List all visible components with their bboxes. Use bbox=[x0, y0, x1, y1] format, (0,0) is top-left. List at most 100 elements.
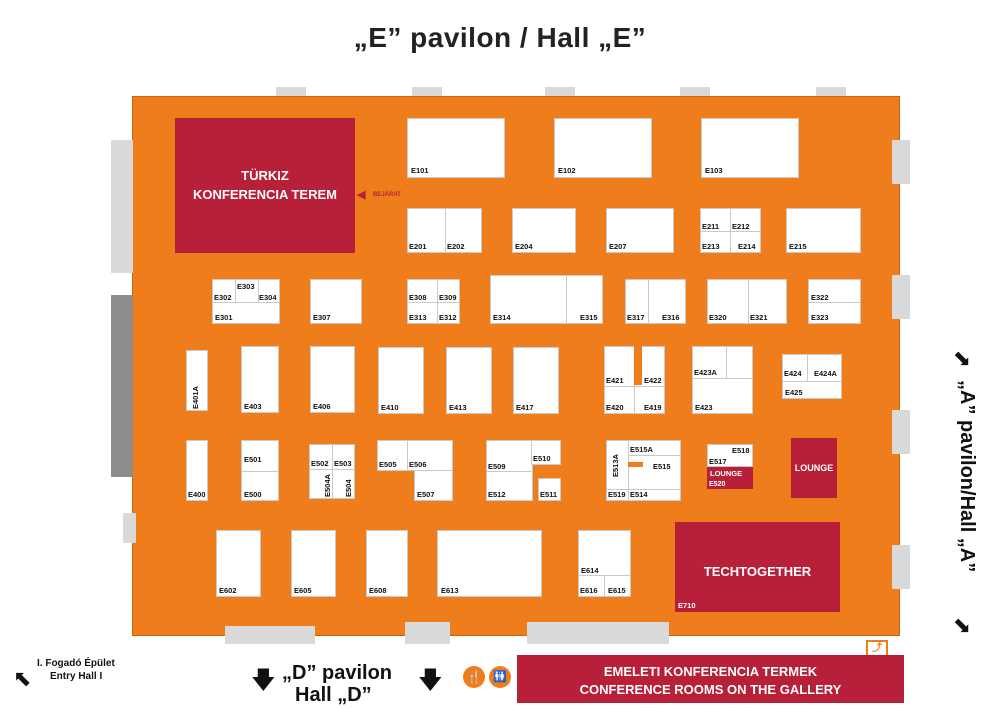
booth-e314-e315[interactable]: E314 E315 bbox=[490, 275, 603, 324]
booth-label: E103 bbox=[705, 166, 723, 175]
booth-e513-e515[interactable]: E513A E515A E515 E519 E514 bbox=[606, 440, 681, 501]
booth-label: E605 bbox=[294, 586, 312, 595]
booth-e204[interactable]: E204 bbox=[512, 208, 576, 253]
left-opening-dark bbox=[111, 295, 133, 477]
booth-label: E501 bbox=[244, 455, 262, 464]
booth-label: E417 bbox=[516, 403, 534, 412]
booth-e211-e214[interactable]: E211 E212 E213 E214 bbox=[700, 208, 761, 253]
booth-e517-e518[interactable]: E518 E517 bbox=[707, 444, 753, 467]
booth-label: E505 bbox=[379, 460, 397, 469]
booth-e317-e316[interactable]: E317 E316 bbox=[625, 279, 686, 324]
booth-label: E102 bbox=[558, 166, 576, 175]
booth-label: E413 bbox=[449, 403, 467, 412]
entry-arrow-icon: ➡ bbox=[6, 663, 38, 695]
booth-e201-e202[interactable]: E201 E202 bbox=[407, 208, 482, 253]
hall-d-line2: Hall „D” bbox=[295, 684, 372, 706]
booth-e608[interactable]: E608 bbox=[366, 530, 408, 597]
left-opening bbox=[111, 140, 133, 273]
booth-label: E614 bbox=[581, 566, 599, 575]
booth-label: E423 bbox=[695, 403, 713, 412]
booth-label: E308 bbox=[409, 293, 427, 302]
booth-label: E421 bbox=[606, 376, 624, 385]
booth-label: E302 bbox=[214, 293, 232, 302]
booth-e510[interactable]: E510 bbox=[531, 440, 561, 465]
bottom-opening bbox=[225, 626, 315, 644]
booth-e308-e312[interactable]: E308 E309 E313 E312 bbox=[407, 279, 460, 324]
booth-e215[interactable]: E215 bbox=[786, 208, 861, 253]
booth-e410[interactable]: E410 bbox=[378, 347, 424, 414]
lounge-room[interactable]: LOUNGE bbox=[791, 438, 837, 498]
booth-e307[interactable]: E307 bbox=[310, 279, 362, 324]
booth-e507[interactable]: E507 bbox=[414, 470, 453, 501]
booth-e614-e616[interactable]: E614 E616 E615 bbox=[578, 530, 631, 597]
booth-label: E515 bbox=[653, 462, 671, 471]
booth-e613[interactable]: E613 bbox=[437, 530, 542, 597]
gallery-banner[interactable]: EMELETI KONFERENCIA TERMEK CONFERENCE RO… bbox=[517, 655, 904, 703]
booth-label: E518 bbox=[732, 446, 750, 455]
booth-label: E503 bbox=[334, 459, 352, 468]
booth-e500-e501[interactable]: E501 E500 bbox=[241, 440, 279, 501]
booth-label: E425 bbox=[785, 388, 803, 397]
booth-e502-e504[interactable]: E502 E503 E504A E504 bbox=[309, 444, 355, 499]
bottom-opening bbox=[527, 622, 669, 644]
lounge-e520[interactable]: LOUNGE E520 bbox=[707, 467, 753, 489]
booth-label: E304 bbox=[259, 293, 277, 302]
booth-label: E321 bbox=[750, 313, 768, 322]
booth-label: E309 bbox=[439, 293, 457, 302]
hall-d-arrow-right-icon: 🡇 bbox=[418, 667, 443, 694]
turkiz-conference-room[interactable]: TÜRKIZ KONFERENCIA TEREM bbox=[175, 118, 355, 253]
booth-label: E424A bbox=[814, 369, 837, 378]
booth-e401a[interactable]: E401A bbox=[186, 350, 208, 411]
booth-label: E515A bbox=[630, 445, 653, 454]
booth-e511[interactable]: E511 bbox=[538, 478, 561, 501]
booth-e515-marker bbox=[628, 462, 643, 467]
booth-e400[interactable]: E400 bbox=[186, 440, 208, 501]
booth-e505-e506[interactable]: E505 E506 bbox=[377, 440, 453, 471]
booth-e509-e512[interactable]: E509 E512 bbox=[486, 440, 533, 501]
left-opening bbox=[123, 513, 136, 543]
hall-d-arrow-left-icon: 🡇 bbox=[251, 667, 276, 694]
booth-label: E204 bbox=[515, 242, 533, 251]
booth-label: E602 bbox=[219, 586, 237, 595]
booth-label: E419 bbox=[644, 403, 662, 412]
techtogether-room[interactable]: TECHTOGETHER E710 bbox=[675, 522, 840, 612]
booth-e602[interactable]: E602 bbox=[216, 530, 261, 597]
booth-e424-e425[interactable]: E424 E424A E425 bbox=[782, 354, 842, 399]
booth-label: E322 bbox=[811, 293, 829, 302]
entrance-arrow-icon: ◀ bbox=[357, 189, 366, 201]
booth-label: E422 bbox=[644, 376, 662, 385]
booth-e406[interactable]: E406 bbox=[310, 346, 355, 413]
booth-label: E504 bbox=[344, 479, 353, 497]
lounge-label: LOUNGE bbox=[794, 463, 834, 473]
booth-label: E323 bbox=[811, 313, 829, 322]
right-opening bbox=[892, 275, 910, 319]
booth-e103[interactable]: E103 bbox=[701, 118, 799, 178]
booth-label: E207 bbox=[609, 242, 627, 251]
booth-e417[interactable]: E417 bbox=[513, 347, 559, 414]
booth-label: E616 bbox=[580, 586, 598, 595]
booth-e423[interactable]: E423A E423 bbox=[692, 346, 753, 414]
booth-label: E320 bbox=[709, 313, 727, 322]
booth-e320-e321[interactable]: E320 E321 bbox=[707, 279, 787, 324]
booth-label: E307 bbox=[313, 313, 331, 322]
booth-e413[interactable]: E413 bbox=[446, 347, 492, 414]
booth-label: E317 bbox=[627, 313, 645, 322]
booth-label: E314 bbox=[493, 313, 511, 322]
right-opening bbox=[892, 140, 910, 184]
booth-e322-e323[interactable]: E322 E323 bbox=[808, 279, 861, 324]
booth-label: E201 bbox=[409, 242, 427, 251]
booth-label: E214 bbox=[738, 242, 756, 251]
bottom-opening bbox=[405, 622, 450, 644]
booth-label: E514 bbox=[630, 490, 648, 499]
booth-e101[interactable]: E101 bbox=[407, 118, 505, 178]
booth-label: E406 bbox=[313, 402, 331, 411]
booth-label: E509 bbox=[488, 462, 506, 471]
booth-e102[interactable]: E102 bbox=[554, 118, 652, 178]
booth-e301-e304[interactable]: E303 E302 E304 E301 bbox=[212, 279, 280, 324]
booth-e605[interactable]: E605 bbox=[291, 530, 336, 597]
booth-e403[interactable]: E403 bbox=[241, 346, 279, 413]
booth-label: E215 bbox=[789, 242, 807, 251]
gallery-line1: EMELETI KONFERENCIA TERMEK bbox=[603, 664, 818, 679]
booth-e207[interactable]: E207 bbox=[606, 208, 674, 253]
page-title: „E” pavilon / Hall „E” bbox=[353, 22, 647, 53]
